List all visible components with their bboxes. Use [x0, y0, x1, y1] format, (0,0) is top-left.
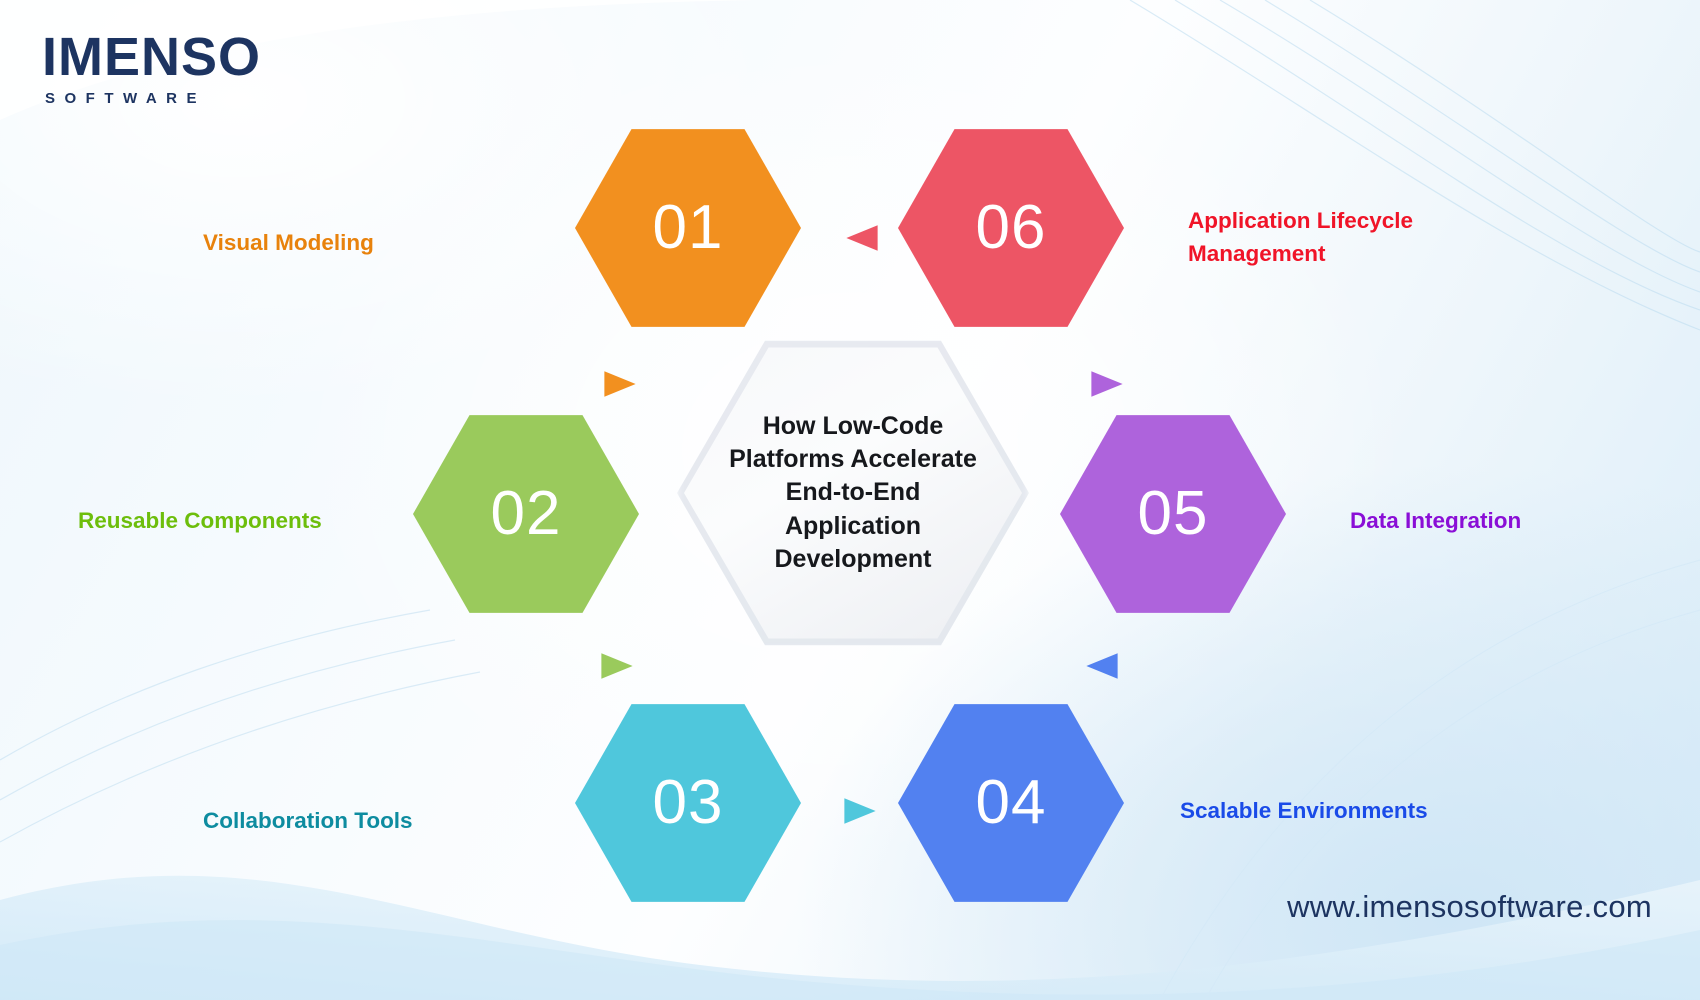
hexagon-step-06[interactable]: 06 — [898, 129, 1124, 327]
arrow-icon-step-06 — [846, 225, 878, 251]
label-step-02: Reusable Components — [78, 508, 322, 533]
hexagon-step-01[interactable]: 01 — [575, 129, 801, 327]
logo-wordmark: IMENSO — [42, 27, 262, 87]
arrow-icon-step-03 — [844, 798, 876, 824]
label-step-01: Visual Modeling — [203, 230, 374, 255]
hexagon-step-03[interactable]: 03 — [575, 704, 801, 902]
label-step-05: Data Integration — [1350, 508, 1522, 533]
hexagon-number-01: 01 — [652, 193, 724, 262]
hexagon-number-04: 04 — [975, 768, 1047, 837]
hexagon-number-03: 03 — [652, 768, 724, 837]
hexagon-step-02[interactable]: 02 — [413, 415, 639, 613]
center-hexagon: How Low-Code Platforms Accelerate End-to… — [684, 347, 1022, 639]
label-step-03: Collaboration Tools — [203, 808, 413, 833]
hexagon-number-05: 05 — [1137, 479, 1209, 548]
arrow-icon-step-01 — [604, 371, 636, 397]
hexagon-step-04[interactable]: 04 — [898, 704, 1124, 902]
arrow-icon-step-04 — [1086, 653, 1118, 679]
arrow-icon-step-02 — [601, 653, 633, 679]
arrow-icon-step-05 — [1091, 371, 1123, 397]
center-title: How Low-Code Platforms Accelerate End-to… — [729, 411, 977, 573]
hexagon-number-02: 02 — [490, 479, 562, 548]
hexagon-step-05[interactable]: 05 — [1060, 415, 1286, 613]
website-url[interactable]: www.imensosoftware.com — [1287, 889, 1652, 924]
brand-logo: IMENSO SOFTWARE — [42, 30, 261, 106]
logo-tagline: SOFTWARE — [45, 90, 206, 107]
label-step-04: Scalable Environments — [1180, 798, 1428, 823]
label-step-06: Application Lifecycle Management — [1188, 208, 1414, 266]
hexagon-number-06: 06 — [975, 193, 1047, 262]
